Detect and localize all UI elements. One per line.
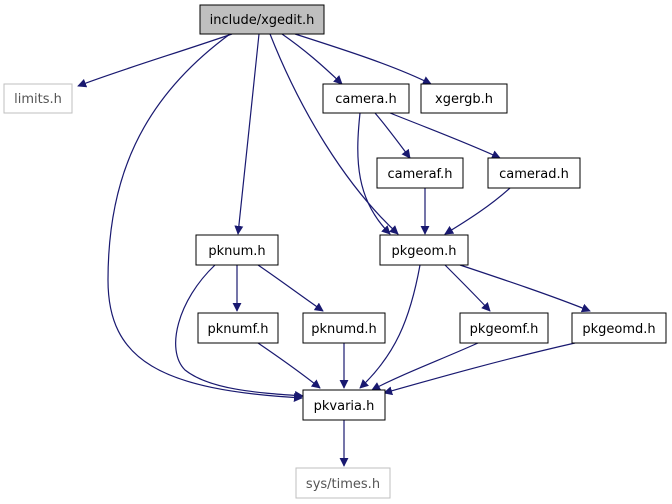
edge-pkgeom-pkvaria — [359, 264, 421, 389]
node-camera[interactable]: camera.h — [322, 83, 410, 114]
edges — [77, 33, 591, 467]
nodes: include/xgedit.h limits.h camera.h xgerg… — [3, 4, 667, 499]
node-label: pkgeom.h — [391, 244, 456, 259]
edge-xgedit-limits — [77, 33, 233, 88]
node-pkgeom[interactable]: pkgeom.h — [379, 234, 469, 266]
edge-pkgeomd-pkvaria — [383, 342, 576, 396]
edge-pkgeom-pkgeomf — [444, 264, 491, 312]
node-label: camera.h — [335, 92, 396, 107]
edge-pknum-pkvaria — [175, 264, 304, 400]
edge-xgedit-pknum — [234, 33, 260, 235]
node-label: camerad.h — [499, 167, 569, 182]
edge-pkgeom-pkgeomd — [459, 264, 591, 313]
node-pkgeomf[interactable]: pkgeomf.h — [459, 312, 549, 344]
node-pknumf[interactable]: pknumf.h — [197, 312, 279, 344]
node-cameraf[interactable]: cameraf.h — [376, 157, 464, 189]
edge-xgedit-camera — [281, 33, 343, 85]
node-xgedit[interactable]: include/xgedit.h — [199, 4, 325, 35]
node-pkvaria[interactable]: pkvaria.h — [302, 389, 386, 421]
node-systimes[interactable]: sys/times.h — [295, 467, 391, 499]
edge-camera-pkgeom — [357, 112, 391, 235]
node-pknumd[interactable]: pknumd.h — [302, 312, 386, 344]
edge-camera-camerad — [389, 112, 501, 159]
node-camerad[interactable]: camerad.h — [487, 157, 581, 189]
node-limits[interactable]: limits.h — [3, 83, 73, 114]
node-label: pkgeomd.h — [582, 322, 655, 337]
edge-xgedit-pkgeom — [269, 33, 399, 235]
edge-xgedit-xgergb — [294, 33, 432, 85]
node-label: pkgeomf.h — [470, 322, 539, 337]
node-label: pkvaria.h — [314, 399, 375, 414]
node-label: xgergb.h — [435, 92, 493, 107]
edge-camerad-pkgeom — [444, 187, 511, 235]
edge-pknumf-pkvaria — [257, 342, 321, 389]
node-label: pknumd.h — [311, 322, 377, 337]
edge-xgedit-pkvaria — [107, 33, 303, 403]
node-label: limits.h — [14, 92, 62, 107]
node-pkgeomd[interactable]: pkgeomd.h — [571, 312, 667, 344]
node-label: sys/times.h — [306, 477, 380, 492]
node-xgergb[interactable]: xgergb.h — [420, 83, 508, 114]
node-label: pknumf.h — [208, 322, 269, 337]
edge-pkgeomf-pkvaria — [371, 342, 479, 391]
node-label: pknum.h — [208, 244, 265, 259]
node-label: include/xgedit.h — [210, 13, 315, 28]
node-label: cameraf.h — [387, 167, 452, 182]
edge-camera-cameraf — [374, 112, 411, 159]
edge-pknum-pknumd — [257, 264, 324, 312]
node-pknum[interactable]: pknum.h — [195, 234, 279, 266]
